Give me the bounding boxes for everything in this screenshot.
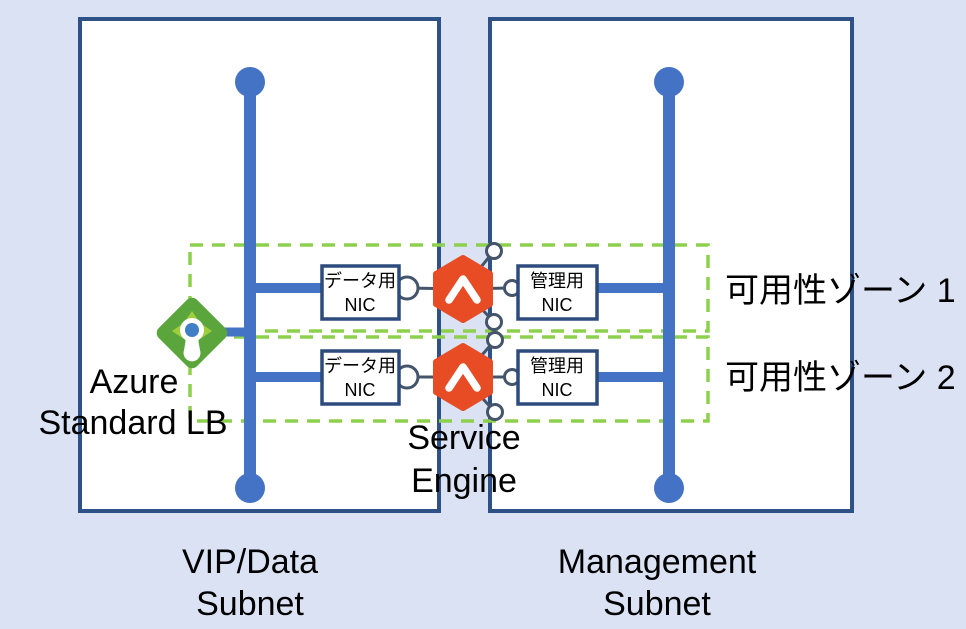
se1-spare-port-bottom-icon	[485, 313, 503, 331]
zone1-mgmt-nic-box: 管理用 NIC	[516, 264, 599, 321]
zone2-mgmt-nic-box: 管理用 NIC	[516, 349, 599, 406]
vip-data-subnet-label-line2: Subnet	[196, 585, 304, 623]
bus-endpoint-icon	[235, 473, 265, 503]
service-engine-2-icon	[433, 343, 493, 411]
availability-zone-2-label: 可用性ゾーン 2	[725, 359, 956, 397]
azure-load-balancer-icon	[156, 297, 228, 369]
bus-endpoint-icon	[654, 473, 684, 503]
availability-zone-2-boundary	[188, 335, 710, 423]
zone2-mgmt-nic-label-line2: NIC	[542, 380, 573, 400]
zone1-data-nic-box: データ用 NIC	[320, 264, 401, 321]
se1-spare-port-top-icon	[485, 242, 503, 260]
service-engine-label-line2: Engine	[411, 462, 517, 500]
lb-label-line1: Azure	[90, 363, 179, 401]
zone2-data-nic-label-line1: データ用	[324, 356, 396, 376]
zone2-mgmt-nic-label-line1: 管理用	[530, 356, 584, 376]
service-engine-label-line1: Service	[407, 419, 520, 457]
zone2-data-nic-label-line2: NIC	[345, 380, 376, 400]
se2-spare-port-bottom-icon	[486, 403, 504, 421]
availability-zone-1-label: 可用性ゾーン 1	[725, 272, 956, 310]
zone1-data-nic-label-line1: データ用	[324, 271, 396, 291]
management-subnet-label-line2: Subnet	[603, 585, 711, 623]
avi-caret-icon	[445, 275, 481, 304]
avi-caret-icon	[445, 363, 481, 392]
bus-endpoint-icon	[235, 67, 265, 97]
zone1-mgmt-nic-label-line2: NIC	[542, 295, 573, 315]
se2-spare-port-top-icon	[486, 331, 504, 349]
lb-label-line2: Standard LB	[38, 404, 227, 442]
vip-data-subnet-label-line1: VIP/Data	[182, 543, 318, 581]
availability-zone-1-boundary	[188, 243, 710, 333]
management-subnet-label-line1: Management	[558, 543, 757, 581]
zone1-mgmt-nic-label-line1: 管理用	[530, 271, 584, 291]
bus-endpoint-icon	[654, 67, 684, 97]
zone2-data-nic-box: データ用 NIC	[320, 349, 401, 406]
service-engine-1-icon	[433, 255, 493, 323]
zone1-data-nic-label-line2: NIC	[345, 295, 376, 315]
